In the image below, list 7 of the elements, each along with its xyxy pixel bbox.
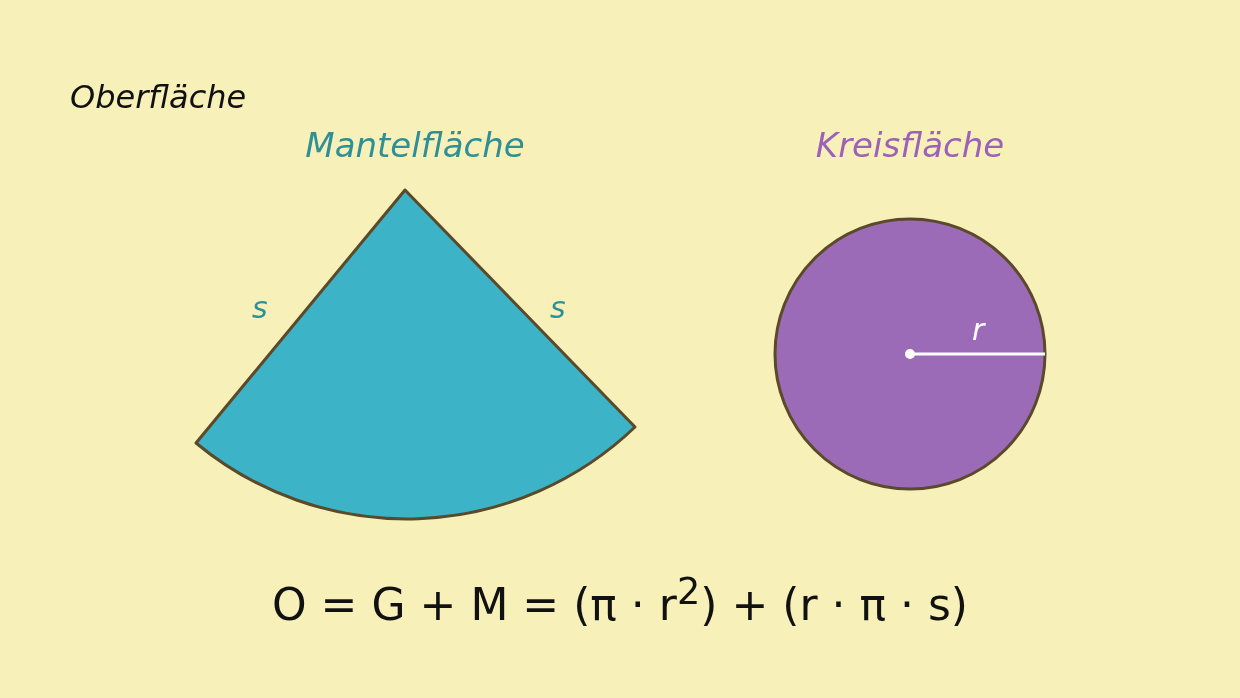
- side-label: s: [550, 290, 566, 325]
- shape-heading: Mantelfläche: [304, 125, 526, 165]
- formula: O = G + M = (π · r$^{2}$) + (r · π · s): [272, 578, 968, 630]
- radius-label: r: [972, 312, 985, 347]
- title: Oberfläche: [70, 78, 247, 116]
- shape-heading: Kreisfläche: [814, 125, 1006, 165]
- side-label: s: [252, 290, 268, 325]
